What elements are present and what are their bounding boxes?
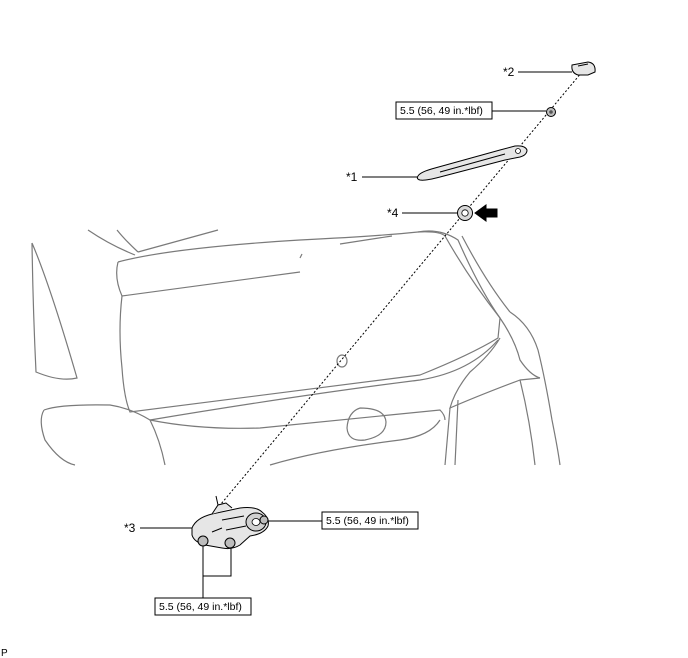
emblem-recess (346, 407, 387, 441)
wiper-pivot-cap (571, 61, 596, 76)
corner-label: P (1, 648, 8, 658)
spoiler-line-2 (339, 235, 393, 245)
rear-wiper-arm (416, 145, 528, 181)
torque-spec-nut: 5.5 (56, 49 in.*lbf) (400, 105, 483, 117)
rear-wiper-motor (191, 495, 269, 550)
torque-spec-motor-right: 5.5 (56, 49 in.*lbf) (326, 515, 409, 527)
spoiler-upper (117, 231, 446, 263)
right-pillar-inner (499, 317, 541, 379)
callout-4-label: *4 (387, 206, 399, 220)
assembly-centerline (215, 71, 583, 511)
window-lower-trim (149, 339, 499, 421)
right-lower (444, 407, 451, 466)
callout-2-label: *2 (503, 65, 515, 79)
left-quarter-outline (31, 242, 78, 380)
direction-arrow-icon (474, 204, 498, 222)
callout-3-label: *3 (124, 521, 136, 535)
pivot-seal (457, 205, 473, 221)
spoiler-lower (116, 261, 301, 297)
window-right-edge (444, 235, 501, 319)
torque-spec-motor-bottom: 5.5 (56, 49 in.*lbf) (159, 601, 242, 613)
callout-1-label: *1 (346, 170, 358, 184)
wiper-pivot-hole (336, 354, 348, 368)
vehicle-rear-body (31, 229, 561, 466)
roof-edge-left-2 (116, 229, 139, 253)
back-door-left (40, 409, 76, 466)
back-door-lower (43, 404, 166, 466)
right-side-line (449, 337, 541, 410)
roof-line (137, 229, 219, 253)
right-lower-3 (519, 379, 536, 466)
window-right-edge-2 (461, 235, 511, 313)
back-door-bottom (269, 419, 441, 466)
rear-window-outline (119, 230, 501, 413)
torque-box-motor-bottom (154, 597, 252, 616)
torque-box-nut (395, 101, 493, 120)
spoiler-detail (299, 253, 303, 259)
right-lower-2 (454, 399, 459, 466)
motor-bottom-torque-leader (202, 546, 232, 598)
back-door-center (149, 409, 446, 429)
torque-box-motor-right (321, 511, 419, 530)
right-pillar-outer (509, 311, 561, 466)
roof-edge-left (87, 229, 136, 256)
wiper-arm-nut (546, 107, 556, 117)
